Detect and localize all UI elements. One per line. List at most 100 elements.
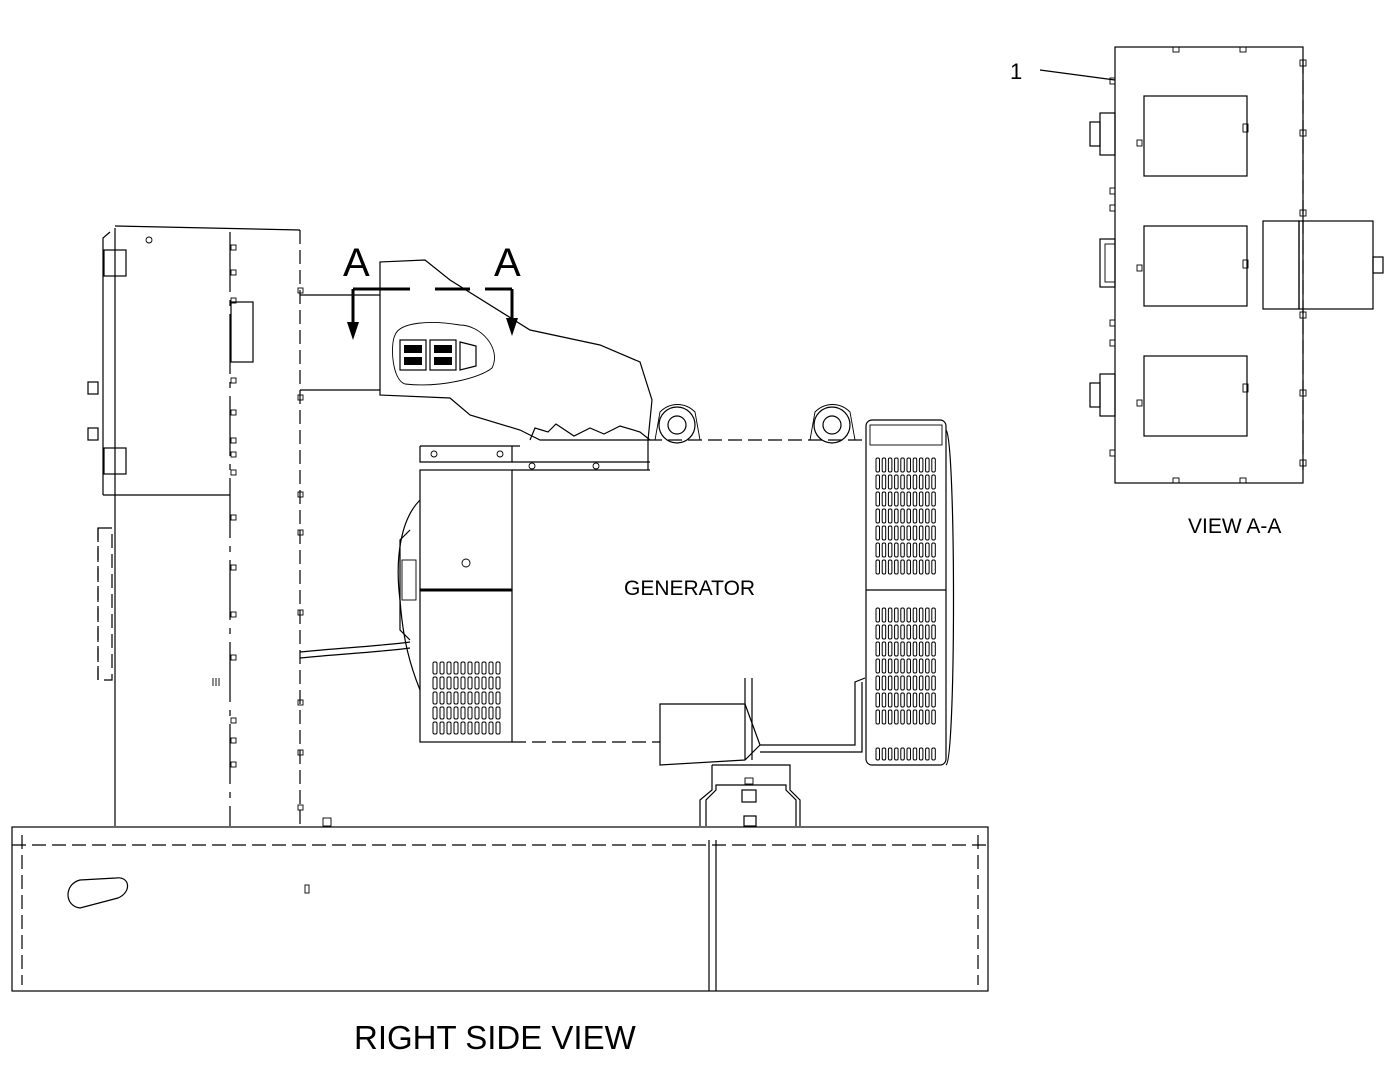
leader-line — [1039, 69, 1116, 81]
grille-slot — [887, 508, 893, 524]
grille-slot — [931, 491, 936, 507]
grille-slot — [881, 607, 887, 623]
grille-slot — [931, 607, 936, 623]
grille-slot — [925, 607, 930, 623]
grille-slot — [439, 661, 445, 675]
grille-slot — [881, 491, 887, 507]
grille-slot — [918, 542, 924, 558]
grille-slot — [906, 747, 911, 761]
grille-slot — [918, 525, 924, 541]
grille-slot — [481, 706, 487, 720]
grille-slot — [912, 692, 918, 708]
grille-slot — [481, 676, 487, 690]
grille-slot — [906, 658, 911, 674]
grille-slot — [931, 508, 936, 524]
grille-slot — [887, 491, 893, 507]
grille-slot — [925, 542, 930, 558]
grille-slot — [931, 457, 936, 473]
grille-slot — [900, 658, 905, 674]
grille-slot — [488, 721, 494, 735]
section-label-left: A — [343, 241, 370, 285]
grille-slot — [931, 747, 936, 761]
grille-slot — [453, 676, 459, 690]
grille-slot — [912, 474, 918, 490]
grille-slot — [446, 706, 452, 720]
grille-slot — [881, 624, 887, 640]
grille-slot — [875, 457, 880, 473]
grille-slot — [881, 508, 887, 524]
grille-slot — [931, 542, 936, 558]
grille-slot — [439, 691, 445, 705]
grille-slot — [906, 542, 911, 558]
grille-slot — [900, 607, 905, 623]
grille-slot — [906, 474, 911, 490]
grille-slot — [894, 525, 899, 541]
grille-slot — [912, 709, 918, 725]
grille-slot — [906, 624, 911, 640]
grille-slot — [474, 676, 480, 690]
grille-slot — [925, 559, 930, 575]
grille-slot — [887, 525, 893, 541]
grille-slot — [875, 508, 880, 524]
grille-slot — [495, 706, 501, 720]
grille-slot — [931, 559, 936, 575]
callout-number: 1 — [1010, 59, 1022, 84]
base-frame — [11, 826, 989, 992]
grille-slot — [894, 457, 899, 473]
grille-slot — [453, 661, 459, 675]
grille-slot — [460, 706, 466, 720]
grille-slot — [912, 607, 918, 623]
generator-body — [512, 404, 866, 766]
grille-slot — [887, 474, 893, 490]
grille-slot — [912, 525, 918, 541]
grille-slot — [894, 709, 899, 725]
lifting-hole — [67, 877, 129, 909]
generator-label: GENERATOR — [624, 577, 755, 600]
grille-slot — [881, 675, 887, 691]
grille-slot — [918, 747, 924, 761]
grille-slot — [881, 542, 887, 558]
grille-slot — [900, 675, 905, 691]
grille-slot — [881, 474, 887, 490]
grille-slot — [875, 709, 880, 725]
grille-slot — [925, 675, 930, 691]
grille-slot — [495, 676, 501, 690]
grille-slot — [488, 676, 494, 690]
grille-slot — [906, 559, 911, 575]
grille-slot — [931, 474, 936, 490]
grille-slot — [875, 747, 880, 761]
grille-slot — [906, 692, 911, 708]
grille-slot — [495, 661, 501, 675]
grille-slot — [925, 624, 930, 640]
grille-slot — [906, 607, 911, 623]
grille-slot — [439, 676, 445, 690]
cylinder-port-3 — [1143, 355, 1248, 437]
grille-slot — [931, 692, 936, 708]
section-cut-marker — [347, 287, 518, 340]
grille-slot — [432, 676, 438, 690]
grille-slot — [875, 525, 880, 541]
grille-slot — [925, 692, 930, 708]
grille-slot — [446, 676, 452, 690]
grille-slot — [481, 691, 487, 705]
grille-slot — [900, 624, 905, 640]
grille-slot — [467, 706, 473, 720]
grille-slot — [481, 661, 487, 675]
grille-slot — [474, 721, 480, 735]
grille-slot — [931, 709, 936, 725]
view-aa-section — [1039, 46, 1384, 484]
grille-slot — [446, 721, 452, 735]
grille-slot — [488, 661, 494, 675]
grille-slot — [900, 491, 905, 507]
engine-vent-grille — [432, 661, 501, 735]
grille-slot — [900, 559, 905, 575]
grille-slot — [894, 474, 899, 490]
grille-slot — [887, 542, 893, 558]
grille-slot — [894, 658, 899, 674]
grille-slot — [460, 721, 466, 735]
grille-slot — [894, 624, 899, 640]
grille-slot — [446, 661, 452, 675]
grille-slot — [887, 641, 893, 657]
grille-slot — [912, 641, 918, 657]
